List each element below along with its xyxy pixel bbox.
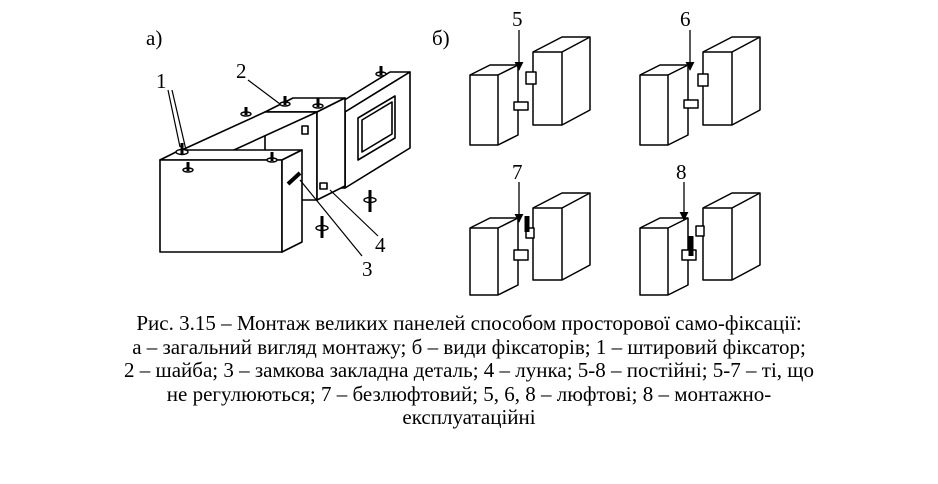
pin-icon xyxy=(266,152,278,163)
pin-icon xyxy=(375,66,387,77)
caption-line: експлуатаційні xyxy=(402,405,536,429)
part-b-details xyxy=(469,36,761,296)
insert-arrows xyxy=(514,30,695,223)
pin-icon xyxy=(363,190,377,212)
callout-5: 5 xyxy=(512,7,523,31)
part-b-label: б) xyxy=(432,26,450,50)
caption-line: не регулюються; 7 – безлюфтовий; 5, 6, 8… xyxy=(166,381,772,406)
lock-detail-icon xyxy=(286,171,302,186)
part-a-assembly xyxy=(159,71,411,253)
front-panel xyxy=(159,149,303,253)
pin-icon xyxy=(315,216,329,238)
figure-caption: Рис. 3.15 – Монтаж великих панелей спосо… xyxy=(0,311,938,430)
caption-line: 2 – шайба; 3 – замкова закладна деталь; … xyxy=(124,358,814,382)
slot-mark xyxy=(301,125,309,135)
detail-7-fixator xyxy=(469,192,591,296)
callout-7: 7 xyxy=(512,160,523,184)
pin-icon xyxy=(240,107,252,117)
leader-lines-a xyxy=(167,79,379,257)
callout-8: 8 xyxy=(676,160,687,184)
pin-icon xyxy=(312,98,324,109)
caption-line: Рис. 3.15 – Монтаж великих панелей спосо… xyxy=(136,311,802,335)
detail-5-fixator xyxy=(469,36,591,146)
caption-line: а – загальний вигляд монтажу; б – види ф… xyxy=(132,334,806,359)
callout-6: 6 xyxy=(680,7,691,31)
callout-3: 3 xyxy=(362,257,373,281)
callout-2: 2 xyxy=(236,59,247,83)
pin-icon xyxy=(175,143,189,156)
callout-4: 4 xyxy=(375,233,386,257)
detail-6-fixator xyxy=(639,36,761,146)
part-a-label: а) xyxy=(146,26,162,50)
pins xyxy=(175,66,387,238)
assembly-diagram: а) б) 1 2 3 4 5 6 7 8 xyxy=(146,7,761,296)
detail-8-fixator xyxy=(639,192,761,296)
slot-mark xyxy=(319,182,328,190)
callout-1: 1 xyxy=(156,69,167,93)
pin-icon xyxy=(182,162,194,173)
